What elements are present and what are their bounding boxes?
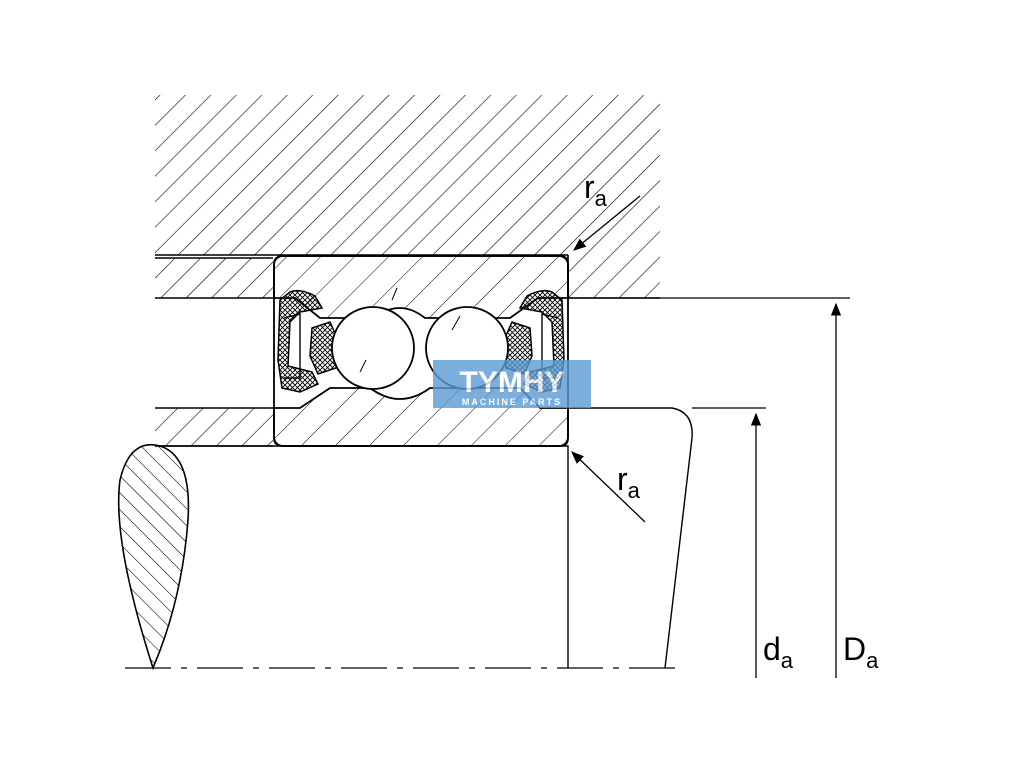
shaft-shoulder xyxy=(155,407,273,447)
ball-left xyxy=(331,287,415,390)
dimension-Da xyxy=(568,297,850,678)
dimension-da xyxy=(692,407,766,678)
label-ra-bottom: ra xyxy=(617,461,641,503)
watermark: TYMHY MACHINE PARTS xyxy=(433,360,591,408)
leader-ra-bottom xyxy=(571,451,646,523)
shaft-outline xyxy=(155,407,693,669)
watermark-sub: MACHINE PARTS xyxy=(462,397,562,407)
watermark-background xyxy=(433,360,591,408)
label-Da: Da xyxy=(843,631,879,673)
housing-shoulder xyxy=(155,257,273,299)
left-seal xyxy=(277,289,339,393)
leader-ra-top xyxy=(572,195,641,251)
label-ra-top: ra xyxy=(584,169,608,211)
label-da: da xyxy=(763,631,794,673)
shaft-section xyxy=(117,444,190,671)
watermark-main: TYMHY xyxy=(460,366,565,399)
